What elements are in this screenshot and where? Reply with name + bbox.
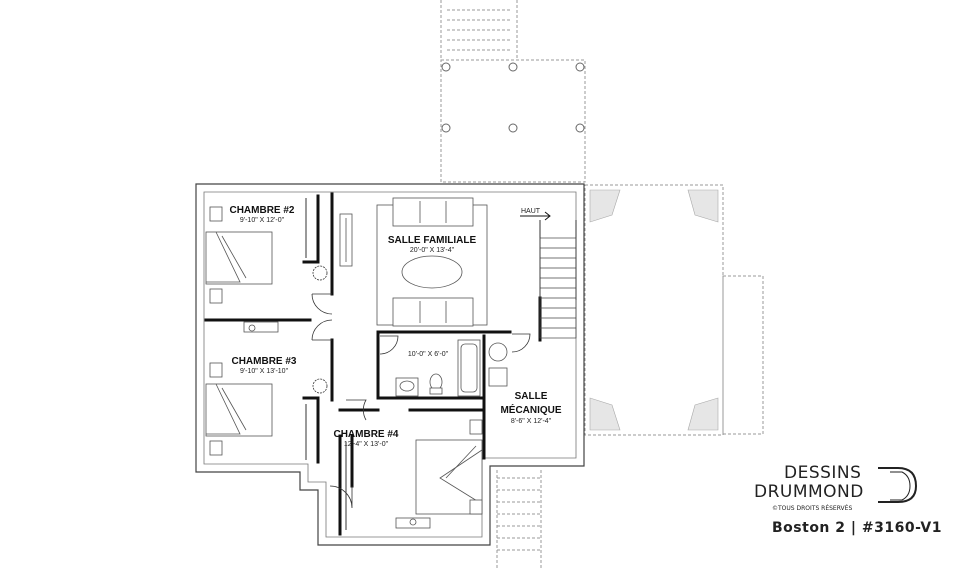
bedroom2-furniture <box>205 206 328 304</box>
family-room-furniture <box>339 197 488 327</box>
deck-outline <box>440 0 586 183</box>
plan-name: Boston 2 | #3160-V1 <box>772 520 942 536</box>
brand-name-line2: DRUMMOND <box>754 482 864 502</box>
room-label-chambre2: CHAMBRE #2 <box>229 205 294 216</box>
bedroom4-furniture <box>395 419 483 529</box>
room-dim-salle-mecanique: 8'-6" X 12'-4" <box>511 418 552 425</box>
deck-posts <box>441 62 585 133</box>
room-label-chambre3: CHAMBRE #3 <box>231 356 296 367</box>
bathroom-fixtures <box>395 339 508 397</box>
room-dim-chambre4: 12'-4" X 13'-0" <box>344 441 389 448</box>
foundation-walls <box>195 183 585 546</box>
room-label-salle-mecanique-1: SALLE <box>515 391 548 402</box>
garage-outline <box>584 184 764 436</box>
garage-footings <box>589 189 719 431</box>
room-dim-salle-bain: 10'-0" X 6'-0" <box>408 351 449 358</box>
brand-name-line1: DESSINS <box>784 463 862 483</box>
room-label-salle-familiale: SALLE FAMILIALE <box>388 235 477 246</box>
room-label-salle-mecanique-2: MÉCANIQUE <box>500 403 561 416</box>
interior-stair <box>520 211 577 339</box>
bedroom3-furniture <box>205 321 328 456</box>
doors <box>311 293 531 509</box>
room-dim-chambre3: 9'-10" X 13'-10" <box>240 368 289 375</box>
interior-walls <box>204 192 542 536</box>
room-label-chambre4: CHAMBRE #4 <box>333 429 398 440</box>
stair-label: HAUT <box>521 208 541 215</box>
room-dim-salle-familiale: 20'-0" X 13'-4" <box>410 247 455 254</box>
brand-logo-icon <box>878 467 918 503</box>
brand-copyright: ©TOUS DROITS RÉSERVÉS <box>772 505 853 512</box>
room-dim-chambre2: 9'-10" X 12'-0" <box>240 217 285 224</box>
exterior-stair <box>496 470 542 569</box>
